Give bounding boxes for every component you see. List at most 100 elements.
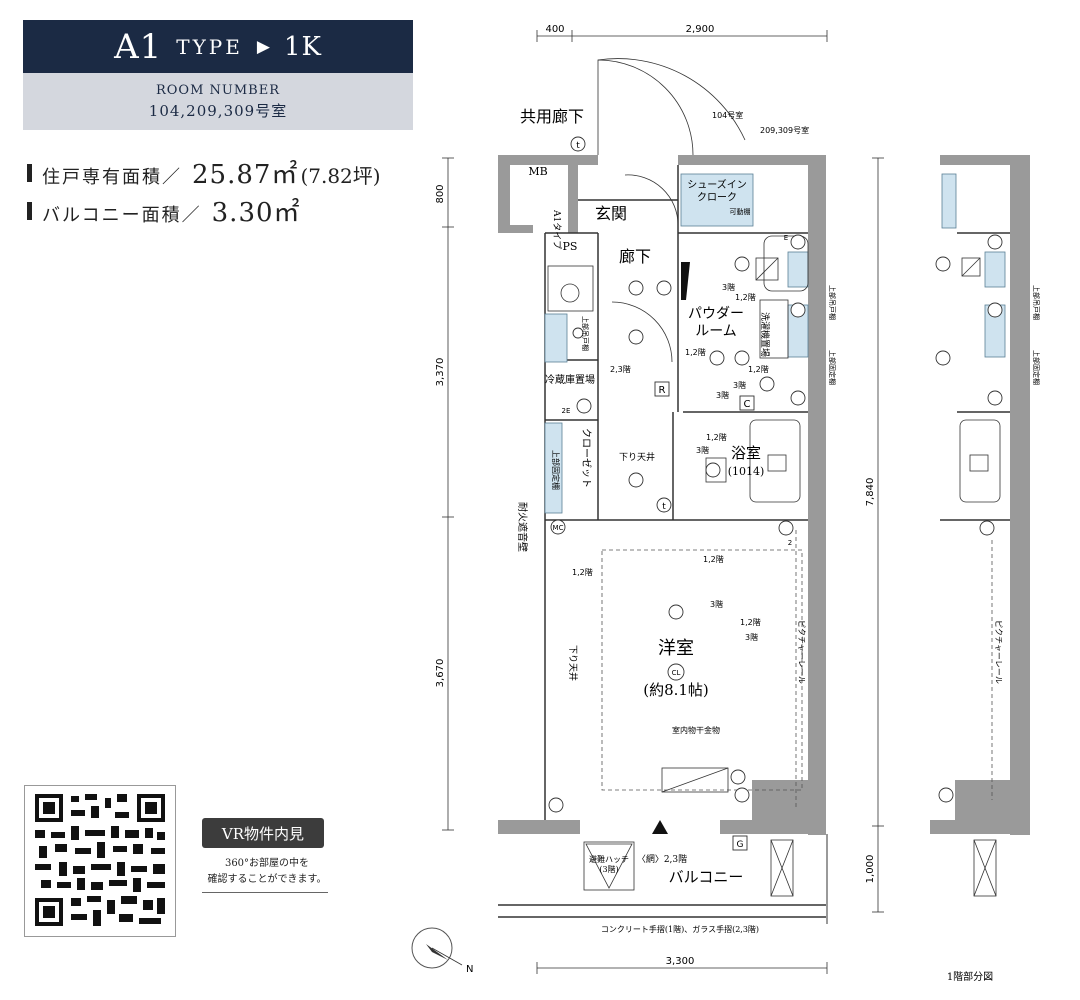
private-area-row: 住戸専有面積／ 25.87㎡ (7.82坪) <box>27 154 381 191</box>
dim-top-1: 400 <box>545 24 564 35</box>
label-balcony: バルコニー <box>669 868 744 886</box>
electrical-symbols <box>548 136 1003 813</box>
bullet-bar-icon <box>27 201 32 220</box>
tv-outlet-icon: t <box>662 502 666 512</box>
label-shared-corridor: 共用廊下 <box>520 107 584 126</box>
floor-mark: 3階 <box>716 390 729 400</box>
vr-description-line1: 360°お部屋の中を <box>224 858 310 869</box>
room-number-panel: ROOM NUMBER 104,209,309号室 <box>23 73 413 130</box>
label-shoe-closet: シューズインクローク <box>687 178 747 204</box>
private-area-tsubo: (7.82坪) <box>300 164 381 188</box>
symbol-boxes <box>654 381 755 851</box>
qr-code-icon[interactable] <box>24 785 176 937</box>
type-code: A1 <box>114 26 163 67</box>
label-indoor-drying: 室内物干金物 <box>672 725 720 735</box>
balcony-area-label: バルコニー面積／ <box>42 205 202 226</box>
floor-mark: 1,2階 <box>740 617 761 627</box>
label-hall: 廊下 <box>619 247 651 266</box>
switch-panel-icon <box>681 262 690 300</box>
lowered-ceiling-lines <box>601 530 993 810</box>
floor-mark: 1,2階 <box>735 292 756 302</box>
interior-walls <box>498 165 1010 918</box>
floor-mark: 1,2階 <box>572 567 593 577</box>
label-movable-shelf: 可動棚 <box>730 207 751 216</box>
room-number-label: ROOM NUMBER <box>155 82 281 98</box>
floor-mark: 3階 <box>722 282 735 292</box>
symbol-r: R <box>659 385 666 396</box>
label-upper-fixed-shelf: 上部固定棚 <box>551 450 561 490</box>
floor-mark: 1,2階 <box>703 554 724 564</box>
balcony-area-row: バルコニー面積／ 3.30㎡ <box>27 192 301 229</box>
compass-north-label: N <box>466 964 473 975</box>
symbol-e: E <box>784 234 788 242</box>
walls <box>498 155 1030 924</box>
label-net: 〈網〉2,3階 <box>637 853 687 865</box>
label-ps: PS <box>563 240 578 253</box>
vr-viewing-button[interactable]: VR物件内見 <box>202 818 324 848</box>
label-hatch: 避難ハッチ(3階) <box>589 854 629 874</box>
floor-mark: 1,2階 <box>706 432 727 442</box>
label-closet: クローゼット <box>580 428 592 488</box>
floor-mark: 3階 <box>745 632 758 642</box>
dimension-lines <box>442 30 884 974</box>
north-arrow-icon <box>652 820 668 834</box>
symbol-2: 2 <box>788 539 792 547</box>
label-mb-type: A1タイプ <box>551 209 562 249</box>
entrance-door <box>597 58 746 363</box>
door-label-209-309: 209,309号室 <box>760 125 809 135</box>
label-upper-hanging-shelf: 上部吊戸棚 <box>581 316 590 351</box>
label-bathroom: 浴室 <box>731 444 761 462</box>
label-fire-wall: 耐火遮音壁 <box>516 502 529 552</box>
symbol-g: G <box>737 840 744 850</box>
floor-mark: 3階 <box>710 599 723 609</box>
label-entrance: 玄関 <box>595 204 627 223</box>
private-area-label: 住戸専有面積／ <box>42 167 182 188</box>
label-upper-hanging-shelf-right: 上部吊戸棚 <box>828 285 837 320</box>
dim-bottom: 3,300 <box>666 956 695 967</box>
appliance-outlines <box>547 235 1001 897</box>
label-fridge: 冷蔵庫置場 <box>545 373 595 386</box>
divider <box>202 892 328 893</box>
balcony-area-value: 3.30㎡ <box>211 198 301 228</box>
label-picture-rail: ピクチャーレール <box>797 620 806 684</box>
room-number-list: 104,209,309号室 <box>148 101 288 120</box>
label-first-floor-note: 1階部分図 <box>947 970 993 983</box>
plan-type-header: A1 TYPE ▶ 1K <box>23 20 413 73</box>
dim-left-3: 3,670 <box>435 659 446 688</box>
symbol-mc: MC <box>553 524 564 532</box>
dim-left-1: 800 <box>435 184 446 203</box>
floor-mark: 1,2階 <box>748 364 769 374</box>
label-washer: 洗濯機置場 <box>759 312 771 357</box>
label-mb: MB <box>528 165 547 178</box>
label-picture-rail-1f: ピクチャーレール <box>994 620 1003 684</box>
dim-left-2: 3,370 <box>435 358 446 387</box>
type-word: TYPE <box>176 34 243 59</box>
label-handrail-note: コンクリート手摺(1階)、ガラス手摺(2,3階) <box>601 924 759 934</box>
label-western-room: 洋室 <box>658 638 694 659</box>
label-lowered-ceiling: 下り天井 <box>619 451 655 463</box>
label-powder-room: パウダールーム <box>688 306 744 340</box>
label-upper-hanging-shelf-1f: 上部吊戸棚 <box>1032 285 1041 320</box>
storage-fixtures <box>544 173 1006 514</box>
label-lowered-ceiling-2: 下り天井 <box>567 645 579 681</box>
triangle-right-icon: ▶ <box>256 36 270 57</box>
door-label-104: 104号室 <box>712 110 743 120</box>
vr-description-line2: 確認することができます。 <box>207 874 327 885</box>
symbol-cl: CL <box>672 669 681 677</box>
label-upper-fixed-shelf-right: 上部固定棚 <box>828 350 837 385</box>
layout-label: 1K <box>283 31 322 62</box>
floor-mark: 3階 <box>696 445 709 455</box>
label-western-size: (約8.1帖) <box>643 681 709 699</box>
label-bathroom-size: (1014) <box>728 465 765 478</box>
bullet-bar-icon <box>27 163 32 182</box>
dim-right-2: 1,000 <box>865 855 876 884</box>
floor-mark: 1,2階 <box>685 347 706 357</box>
tv-outlet-icon: t <box>576 141 580 151</box>
private-area-value: 25.87㎡ <box>192 160 299 190</box>
dim-right-1: 7,840 <box>865 478 876 507</box>
symbol-c: C <box>744 399 751 410</box>
dim-top-2: 2,900 <box>686 24 715 35</box>
floor-mark: 3階 <box>733 380 746 390</box>
label-upper-fixed-shelf-1f: 上部固定棚 <box>1032 350 1041 385</box>
